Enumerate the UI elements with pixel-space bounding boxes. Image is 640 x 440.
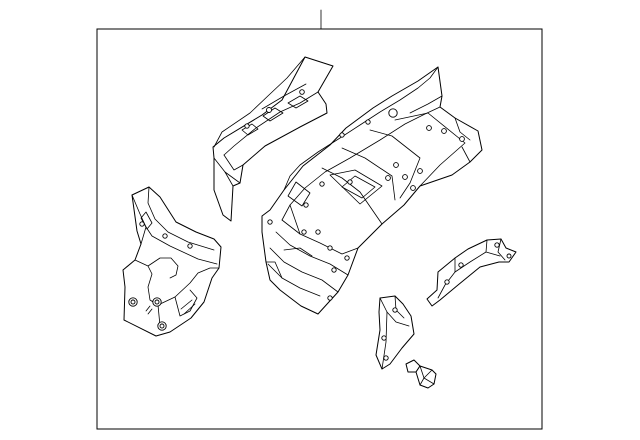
flange-bolt[interactable] (405, 359, 437, 389)
small-gusset-bracket[interactable] (375, 295, 415, 370)
angled-support-bracket[interactable] (426, 238, 517, 307)
floor-pan-side-member[interactable] (261, 66, 483, 315)
lower-bracket-assembly[interactable] (122, 186, 222, 337)
upper-rail-reinforcement[interactable] (212, 56, 334, 222)
diagram-frame (96, 28, 543, 430)
